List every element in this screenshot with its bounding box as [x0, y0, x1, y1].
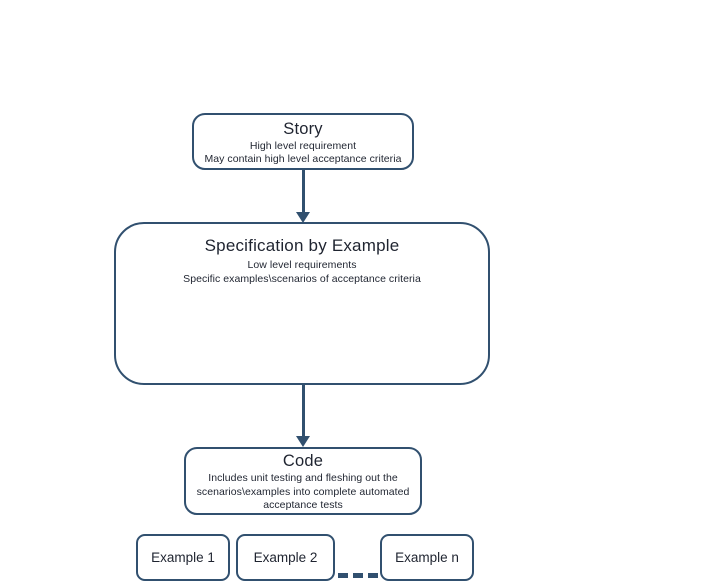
dash-2: [353, 573, 363, 578]
arrow-story-to-specification: [291, 170, 315, 223]
story-description: High level requirement May contain high …: [204, 140, 401, 167]
dash-3: [368, 573, 378, 578]
arrow-head-down-icon: [296, 436, 310, 447]
example-box-1[interactable]: Example 1: [136, 534, 230, 581]
example-box-2[interactable]: Example 2: [236, 534, 335, 581]
specification-by-example-node[interactable]: Specification by Example Low level requi…: [114, 222, 490, 581]
arrow-shaft: [302, 385, 305, 438]
ellipsis-dashes-icon: [338, 573, 378, 578]
story-description-line-1: High level requirement: [249, 139, 357, 152]
code-description-line-2: scenarios\examples into complete automat…: [196, 485, 410, 498]
dash-1: [338, 573, 348, 578]
specification-description-line-2: Specific examples\scenarios of acceptanc…: [183, 272, 421, 285]
arrow-shaft: [302, 170, 305, 214]
story-node[interactable]: Story High level requirement May contain…: [192, 113, 414, 170]
specification-title: Specification by Example: [204, 236, 400, 255]
diagram-canvas: Story High level requirement May contain…: [114, 113, 490, 581]
code-description-line-1: Includes unit testing and fleshing out t…: [208, 472, 398, 485]
story-description-line-2: May contain high level acceptance criter…: [204, 153, 402, 165]
specification-description: Low level requirements Specific examples…: [183, 259, 421, 286]
code-description-line-3: acceptance tests: [263, 499, 343, 512]
specification-description-line-1: Low level requirements: [247, 259, 357, 271]
arrow-head-down-icon: [296, 212, 310, 223]
code-description: Includes unit testing and fleshing out t…: [197, 472, 410, 513]
example-box-n[interactable]: Example n: [380, 534, 474, 581]
code-title: Code: [282, 452, 324, 471]
arrow-specification-to-code: [291, 385, 315, 448]
story-title: Story: [283, 119, 323, 138]
code-node[interactable]: Code Includes unit testing and fleshing …: [184, 447, 422, 515]
example-row: Example 1 Example 2 Example n: [116, 534, 492, 581]
